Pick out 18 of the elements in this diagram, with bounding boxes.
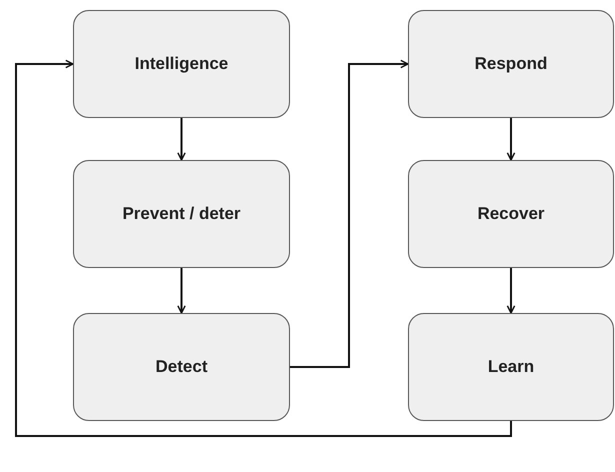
arrow [15,60,512,437]
process-box [73,160,290,268]
process-box [408,160,614,268]
process-box [408,313,614,421]
box-label: Learn [488,357,534,377]
arrow [290,60,409,368]
box-label: Recover [477,204,545,224]
process-box [408,10,614,118]
box-label: Respond [474,54,548,74]
process-box [73,313,290,421]
arrow [506,268,516,314]
process-box [73,10,290,118]
arrow [177,268,186,314]
arrow [506,118,516,161]
box-label: Detect [156,357,208,377]
arrow [177,118,186,161]
box-label: Prevent / deter [122,204,241,224]
box-label: Intelligence [134,54,228,74]
